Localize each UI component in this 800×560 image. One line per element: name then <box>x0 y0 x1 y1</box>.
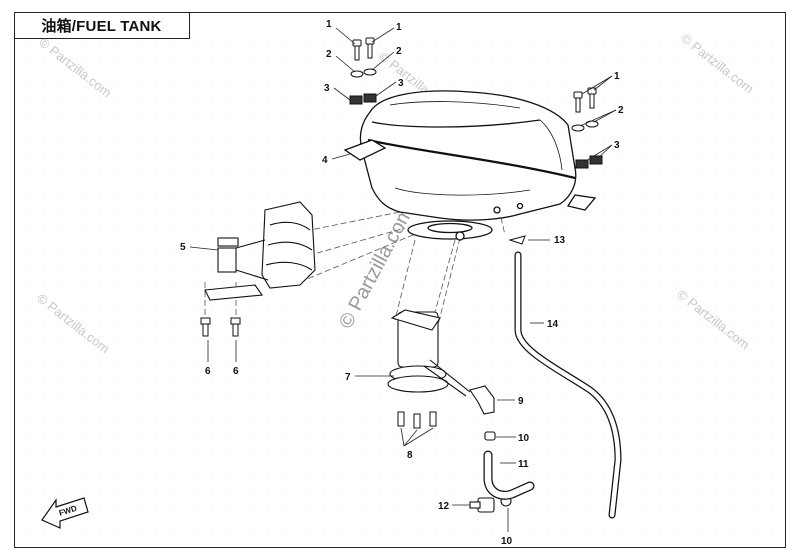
callout-10: 10 <box>501 536 513 547</box>
hose-connector <box>469 497 495 513</box>
callout-1: 1 <box>614 71 620 82</box>
callout-13: 13 <box>554 235 566 246</box>
mount-bolts-right <box>571 87 603 169</box>
callout-1: 1 <box>396 22 402 33</box>
breather-clip <box>508 235 526 245</box>
diagram-frame <box>14 12 786 548</box>
sender-screws <box>200 317 241 337</box>
forward-direction-arrow: FWD <box>41 497 89 529</box>
callout-6: 6 <box>233 366 239 377</box>
callout-6: 6 <box>205 366 211 377</box>
callout-4: 4 <box>322 155 328 166</box>
callout-2: 2 <box>618 105 624 116</box>
callout-7: 7 <box>345 372 351 383</box>
callout-8: 8 <box>407 450 413 461</box>
callout-3: 3 <box>324 83 330 94</box>
fuel-tank <box>343 90 597 241</box>
callout-10: 10 <box>518 433 530 444</box>
pump-screws <box>397 411 437 429</box>
callout-5: 5 <box>180 242 186 253</box>
leader-lines <box>189 27 617 532</box>
fuel-pump <box>387 309 471 397</box>
diagram-title: 油箱/FUEL TANK <box>14 12 190 39</box>
fuel-level-sender <box>204 201 316 301</box>
callout-2: 2 <box>396 46 402 57</box>
callout-11: 11 <box>518 459 529 470</box>
callout-1: 1 <box>326 19 332 30</box>
callout-3: 3 <box>398 78 404 89</box>
callout-9: 9 <box>518 396 524 407</box>
callout-12: 12 <box>438 501 450 512</box>
callout-14: 14 <box>547 319 559 330</box>
callout-3: 3 <box>614 140 620 151</box>
callout-2: 2 <box>326 49 332 60</box>
